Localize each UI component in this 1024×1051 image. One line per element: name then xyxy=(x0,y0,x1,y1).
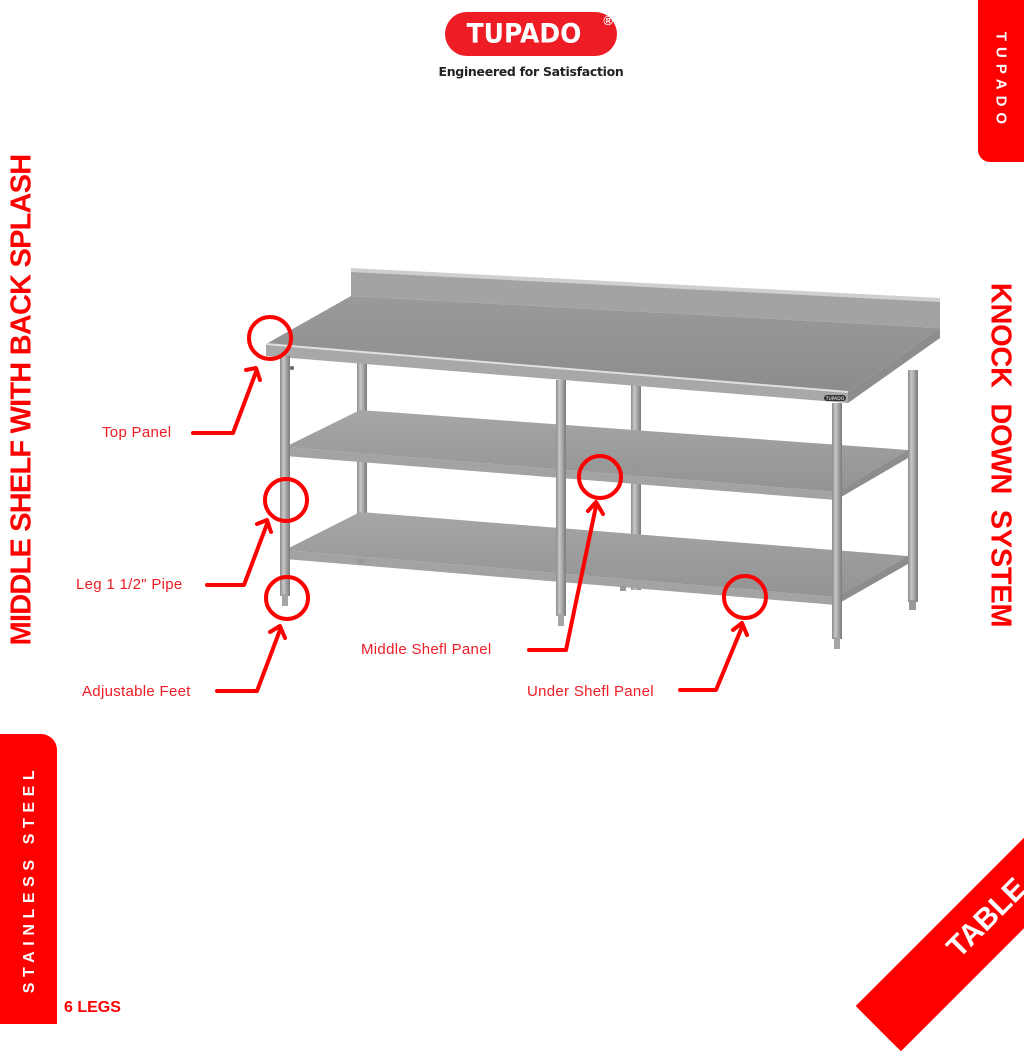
middle-shelf-arrow xyxy=(527,504,598,652)
brand-logo: TUPADO ® Engineered for Satisfaction xyxy=(436,12,626,79)
under-shelf-arrowhead-icon xyxy=(731,621,749,637)
brand-tagline: Engineered for Satisfaction xyxy=(438,64,624,79)
legs-count-label: 6 LEGS xyxy=(64,999,121,1016)
callout-top-panel: Top Panel xyxy=(102,424,172,441)
product-badge: TUPADO xyxy=(825,396,845,402)
top-panel-arrowhead-icon xyxy=(244,366,262,382)
top-panel-marker-circle xyxy=(247,315,293,361)
feet-arrow xyxy=(215,628,282,693)
material-side-tab: STAINLESS STEEL xyxy=(0,734,57,1024)
feet-marker-circle xyxy=(264,575,310,621)
leg-arrowhead-icon xyxy=(255,518,273,534)
callout-markers xyxy=(191,315,768,693)
logo-pill: TUPADO ® xyxy=(445,12,617,56)
leg-arrow xyxy=(205,522,269,587)
middle-shelf xyxy=(285,410,908,492)
logo-text: TUPADO xyxy=(466,18,582,49)
callout-leg-pipe: Leg 1 1/2" Pipe xyxy=(76,576,183,593)
under-shelf-arrow xyxy=(678,625,744,692)
registered-mark-icon: ® xyxy=(603,13,613,28)
feet-arrowhead-icon xyxy=(268,624,287,640)
backsplash xyxy=(351,270,940,328)
middle-shelf-arrowhead-icon xyxy=(586,500,605,516)
callout-under-shelf-panel: Under Shefl Panel xyxy=(527,683,654,700)
top-panel-surface xyxy=(266,296,940,392)
callout-middle-shelf-panel: Middle Shefl Panel xyxy=(361,641,492,658)
front-legs xyxy=(280,356,842,649)
table-illustration: TUPADO xyxy=(191,268,940,693)
callout-adjustable-feet: Adjustable Feet xyxy=(82,683,191,700)
leg-marker-circle xyxy=(263,477,309,523)
under-shelf-marker-circle xyxy=(722,574,768,620)
top-panel-arrow xyxy=(191,370,258,435)
middle-shelf-marker-circle xyxy=(577,454,623,500)
brand-side-tab: TUPADO xyxy=(978,0,1024,162)
